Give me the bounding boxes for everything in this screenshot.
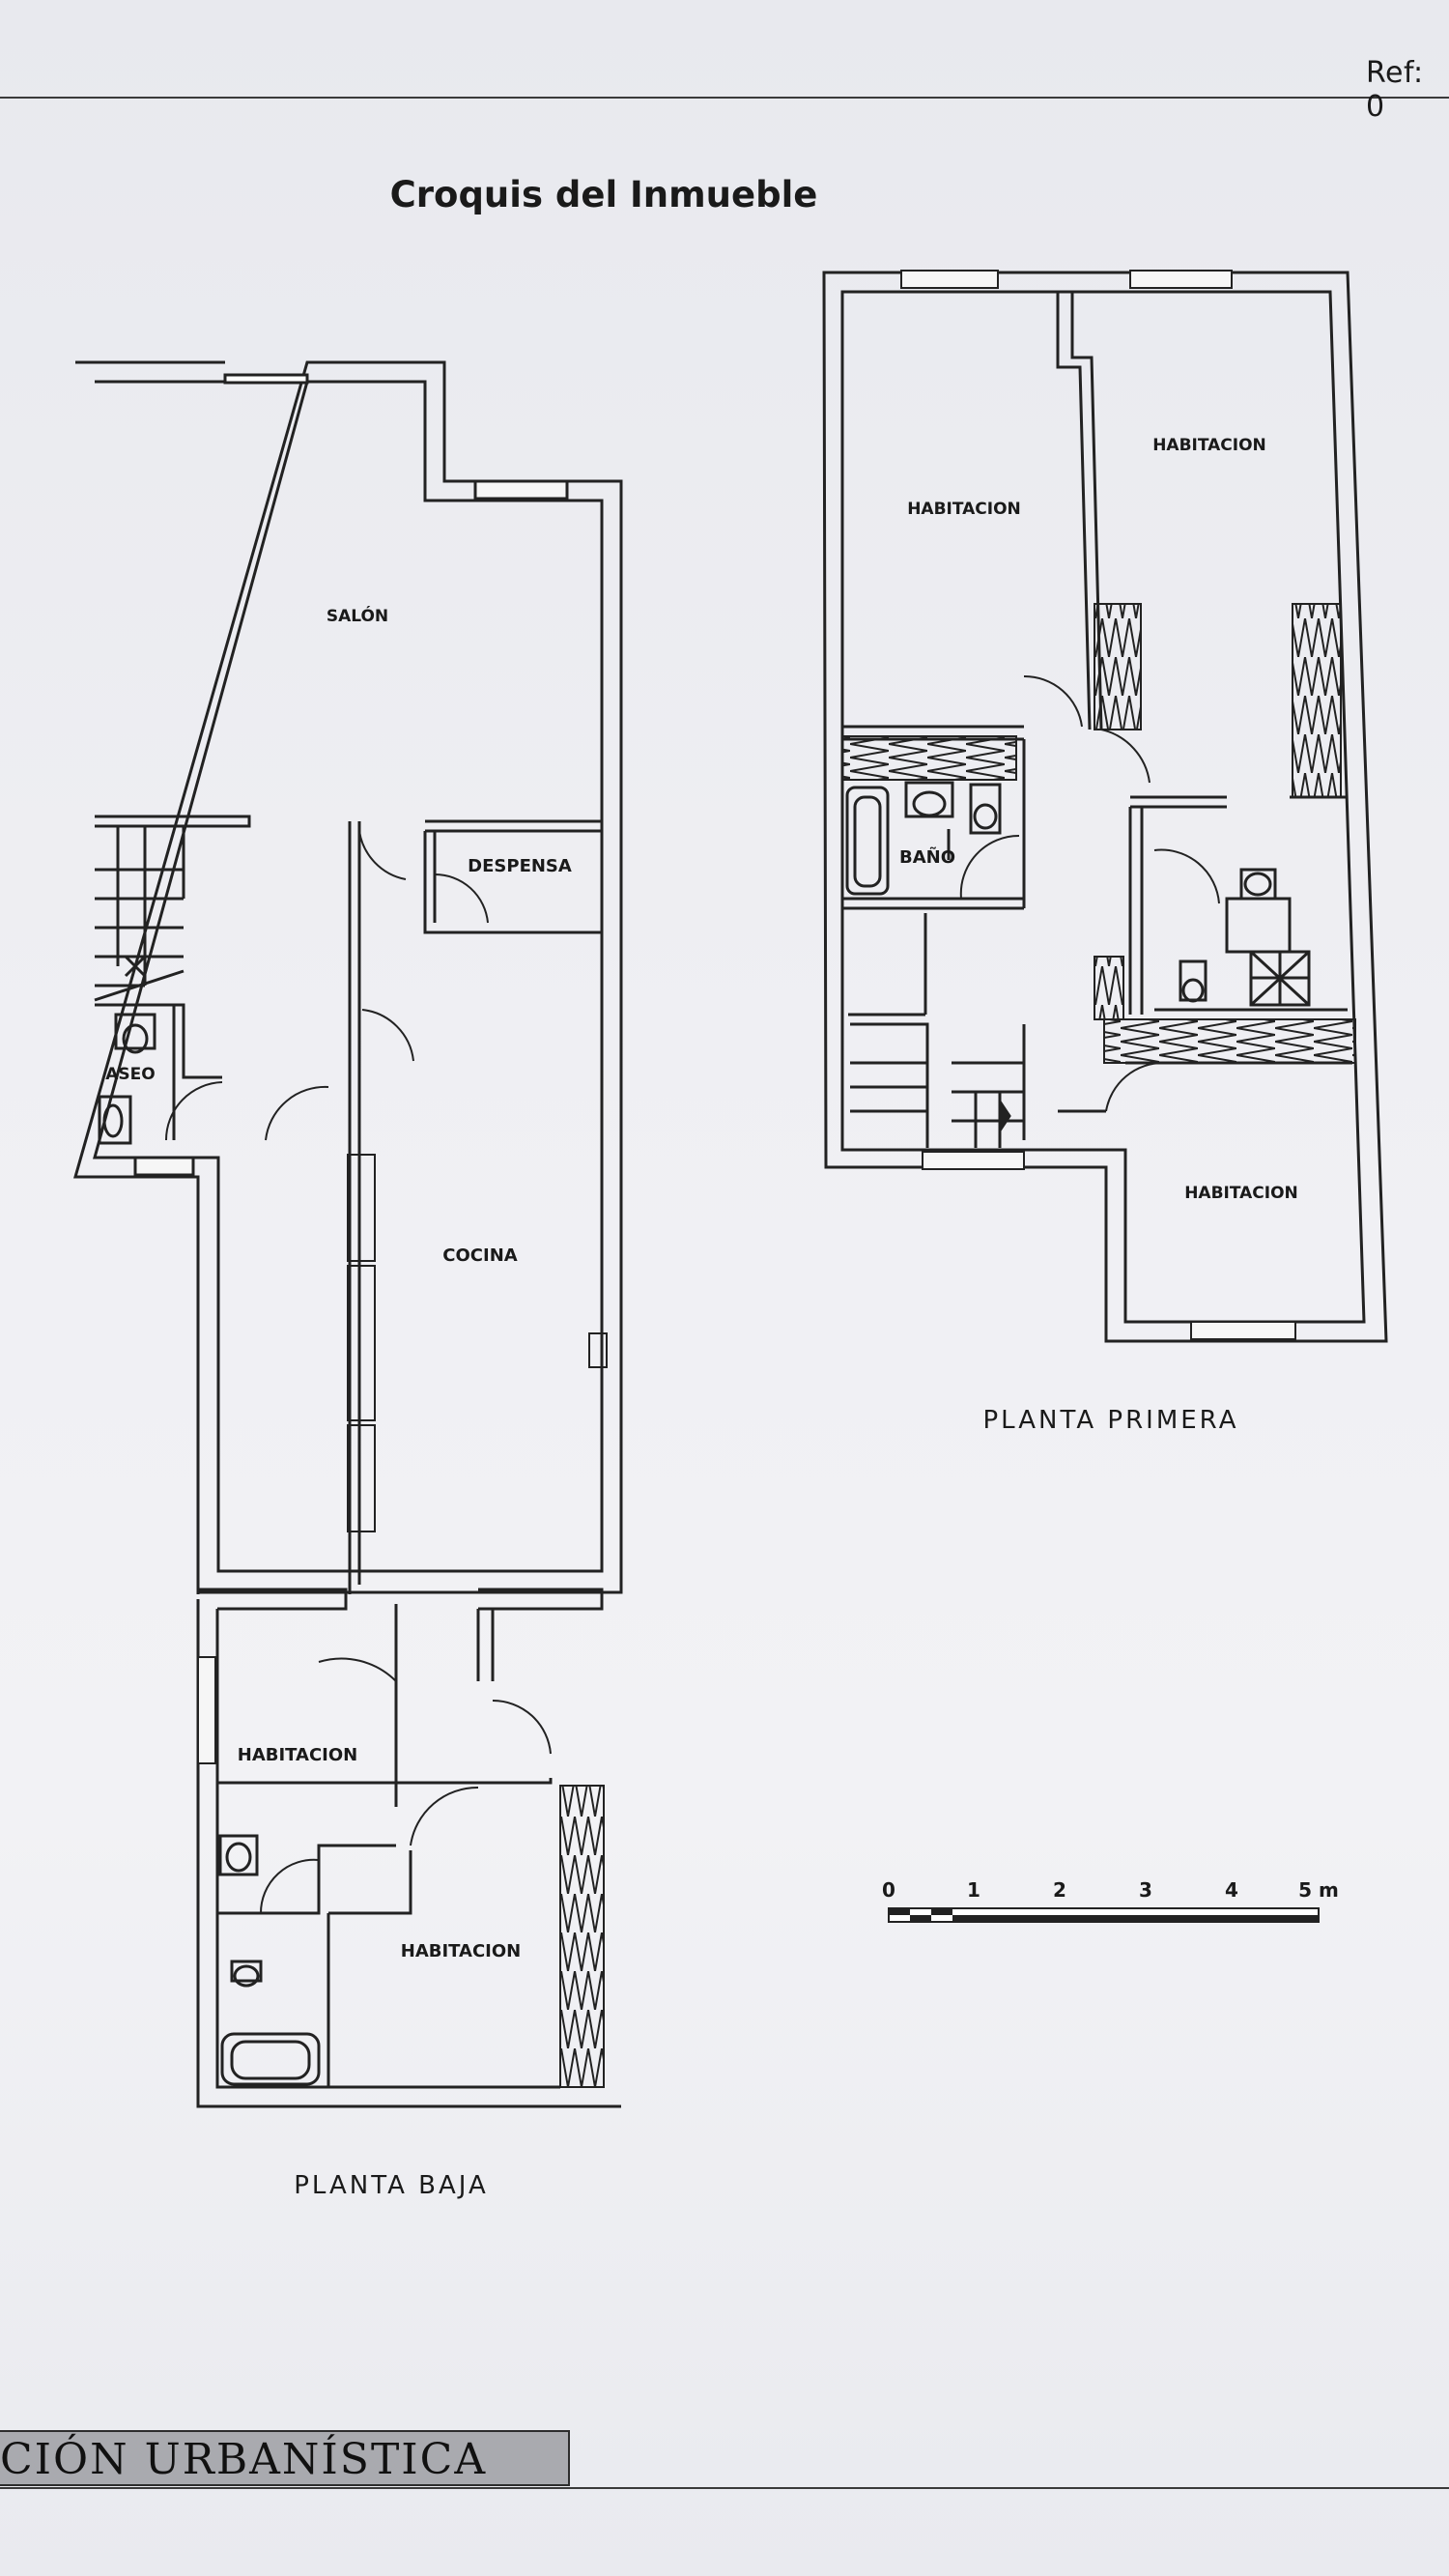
section-rule: [0, 2487, 1449, 2489]
caption-planta-primera: PLANTA PRIMERA: [983, 1406, 1239, 1435]
room-label-habitacion-first-left: HABITACION: [907, 500, 1021, 519]
room-label-habitacion-ground-right: HABITACION: [401, 1941, 522, 1961]
scale-tick-label: 2: [1053, 1878, 1066, 1902]
scale-bar: [888, 1907, 1320, 1923]
room-label-aseo: ASEO: [105, 1065, 155, 1084]
room-label-habitacion-ground-left: HABITACION: [238, 1745, 358, 1765]
scale-tick-label: 0: [882, 1878, 895, 1902]
scale-tick-label: 1: [967, 1878, 980, 1902]
room-label-bano: BAÑO: [899, 845, 955, 868]
scale-tick-label: 5 m: [1298, 1878, 1339, 1902]
page-title: Croquis del Inmueble: [389, 174, 818, 215]
header-rule: [0, 97, 1449, 99]
reference-label: Ref: 0: [1366, 56, 1424, 124]
room-label-habitacion-first-bottom: HABITACION: [1184, 1184, 1298, 1203]
scale-tick-label: 4: [1225, 1878, 1238, 1902]
room-label-habitacion-first-right: HABITACION: [1152, 436, 1266, 455]
ground-floor-plan: [73, 360, 623, 2108]
section-header-bar: [0, 2430, 570, 2486]
room-label-salon: SALÓN: [327, 605, 388, 626]
room-label-despensa: DESPENSA: [468, 856, 572, 876]
scale-tick-label: 3: [1139, 1878, 1152, 1902]
section-title: CIÓN URBANÍSTICA: [0, 2435, 488, 2484]
first-floor-plan: [822, 270, 1388, 1343]
caption-planta-baja: PLANTA BAJA: [294, 2171, 489, 2200]
room-label-cocina: COCINA: [442, 1245, 517, 1266]
